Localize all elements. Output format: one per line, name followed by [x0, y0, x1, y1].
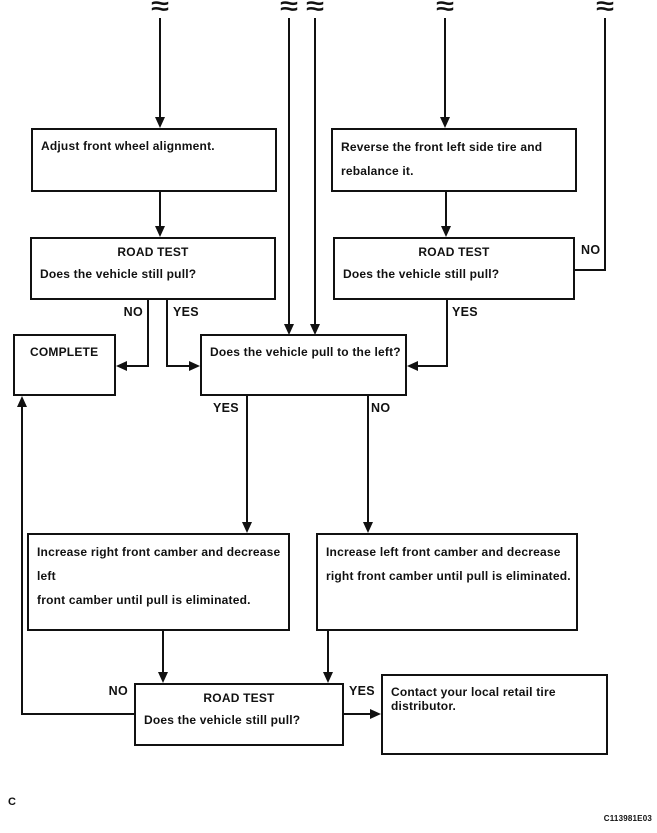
line-roadtest-bottom-no-horizontal: [22, 713, 134, 715]
arrow-right-icon: [370, 709, 381, 719]
road-test-question: Does the vehicle still pull?: [343, 267, 500, 281]
arrow-left-icon: [116, 361, 127, 371]
line-roadtest-bottom-yes-horizontal: [344, 713, 370, 715]
arrow-down-icon: [441, 226, 451, 237]
page-break-icon: ≈: [280, 0, 298, 20]
line-roadtest-left-yes-vertical: [166, 300, 168, 367]
branch-label-yes: YES: [349, 684, 375, 698]
figure-code: C113981E03: [603, 814, 652, 823]
road-test-title: ROAD TEST: [117, 245, 189, 259]
process-box-camber-right-increase: Increase right front camber and decrease…: [27, 533, 290, 631]
decision-box-road-test-bottom: ROAD TEST Does the vehicle still pull?: [134, 683, 344, 746]
line-roadtest-left-no-vertical: [147, 300, 149, 367]
box-text: Adjust front wheel alignment.: [41, 139, 215, 153]
arrow-left-icon: [407, 361, 418, 371]
line-adjust-to-roadtest-left: [159, 192, 161, 227]
road-test-title: ROAD TEST: [418, 245, 490, 259]
box-text-line1: Increase right front camber and decrease…: [37, 545, 281, 583]
arrow-down-icon: [158, 672, 168, 683]
branch-label-yes: YES: [173, 305, 199, 319]
line-roadtest-bottom-no-vertical: [21, 407, 23, 715]
arrow-down-icon: [242, 522, 252, 533]
process-box-adjust-alignment: Adjust front wheel alignment.: [31, 128, 277, 192]
page-break-icon: ≈: [596, 0, 614, 20]
terminal-box-contact-distributor: Contact your local retail tire distribut…: [381, 674, 608, 755]
box-text: COMPLETE: [30, 345, 99, 359]
branch-label-yes: YES: [213, 401, 239, 415]
box-text-line1: Increase left front camber and decrease: [326, 545, 561, 559]
page-break-icon: ≈: [306, 0, 324, 20]
line-roadtest-left-yes-horizontal: [166, 365, 190, 367]
page-break-icon: ≈: [436, 0, 454, 20]
line-camber-left-to-roadtest-bottom: [162, 631, 164, 673]
terminal-box-complete: COMPLETE: [13, 334, 116, 396]
arrow-down-icon: [363, 522, 373, 533]
box-text-line2: right front camber until pull is elimina…: [326, 569, 571, 583]
line-roadtest-right-yes-horizontal: [418, 365, 448, 367]
page-break-icon: ≈: [151, 0, 169, 20]
line-pull-left-yes-vertical: [246, 396, 248, 523]
line-entry-to-pull-left-2: [314, 18, 316, 325]
line-roadtest-right-no-return-horizontal: [575, 269, 606, 271]
arrow-down-icon: [310, 324, 320, 335]
box-text-line2: rebalance it.: [341, 164, 414, 178]
arrow-down-icon: [440, 117, 450, 128]
box-text: Does the vehicle pull to the left?: [210, 345, 401, 359]
road-test-question: Does the vehicle still pull?: [40, 267, 197, 281]
arrow-down-icon: [155, 117, 165, 128]
arrow-down-icon: [284, 324, 294, 335]
branch-label-no: NO: [108, 684, 128, 698]
road-test-question: Does the vehicle still pull?: [144, 713, 301, 727]
decision-box-pull-left: Does the vehicle pull to the left?: [200, 334, 407, 396]
arrow-down-icon: [323, 672, 333, 683]
road-test-title: ROAD TEST: [203, 691, 275, 705]
branch-label-no: NO: [581, 243, 601, 257]
box-text-line2: front camber until pull is eliminated.: [37, 593, 251, 607]
branch-label-no: NO: [371, 401, 391, 415]
box-text-line1: Reverse the front left side tire and: [341, 140, 543, 154]
line-entry-to-pull-left-1: [288, 18, 290, 325]
line-roadtest-left-no-horizontal: [127, 365, 149, 367]
decision-box-road-test-left: ROAD TEST Does the vehicle still pull?: [30, 237, 276, 300]
line-roadtest-right-no-return-vertical: [604, 18, 606, 271]
line-entry-to-adjust: [159, 18, 161, 118]
arrow-down-icon: [155, 226, 165, 237]
line-entry-to-reverse: [444, 18, 446, 118]
branch-label-yes: YES: [452, 305, 478, 319]
box-text: Contact your local retail tire distribut…: [391, 685, 556, 713]
line-reverse-to-roadtest-right: [445, 192, 447, 227]
page-marker: C: [8, 796, 16, 808]
arrow-right-icon: [189, 361, 200, 371]
process-box-camber-left-increase: Increase left front camber and decrease …: [316, 533, 578, 631]
line-camber-right-to-roadtest-bottom: [327, 631, 329, 673]
branch-label-no: NO: [123, 305, 143, 319]
process-box-reverse-tire: Reverse the front left side tire and reb…: [331, 128, 577, 192]
line-roadtest-right-yes-vertical: [446, 300, 448, 367]
line-pull-left-no-vertical: [367, 396, 369, 523]
decision-box-road-test-right: ROAD TEST Does the vehicle still pull?: [333, 237, 575, 300]
arrow-up-icon: [17, 396, 27, 407]
